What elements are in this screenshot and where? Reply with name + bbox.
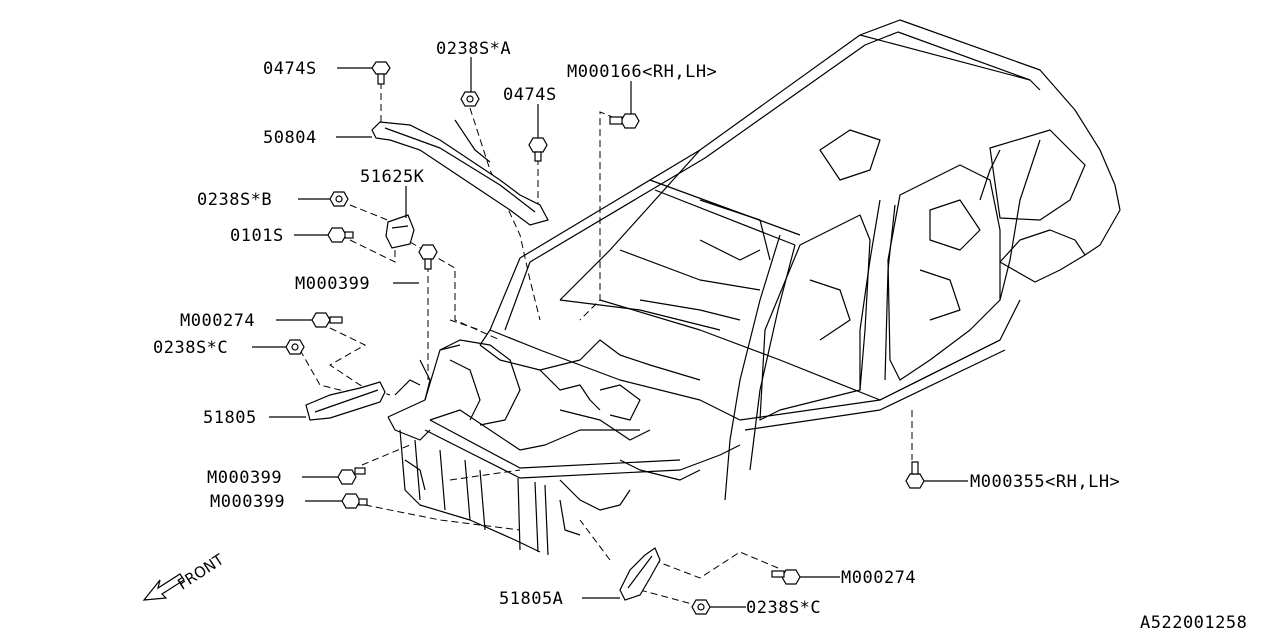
bracket-51805-icon <box>305 381 386 421</box>
callout-label-0238s-a: 0238S*A <box>436 39 511 59</box>
bolt-0474s-right-icon <box>528 137 548 162</box>
callout-label-m000274-right: M000274 <box>841 568 916 588</box>
diagram-reference-id: A522001258 <box>1140 613 1247 633</box>
bolt-0474s-icon <box>371 61 391 85</box>
callout-label-m000399-lower-1: M000399 <box>207 468 282 488</box>
callout-label-0238s-c-left: 0238S*C <box>153 338 228 358</box>
callout-label-0474s-right: 0474S <box>503 85 557 105</box>
vehicle-body-frame <box>387 19 1121 556</box>
nut-0238s-c-right-icon <box>691 599 711 615</box>
bolt-m000274-right-icon <box>771 569 801 585</box>
bracket-51625k-icon <box>385 214 415 249</box>
nut-0238s-c-left-icon <box>285 339 305 355</box>
front-label: FRONT <box>174 550 227 593</box>
front-arrow-icon <box>142 573 185 601</box>
callout-label-50804: 50804 <box>263 128 317 148</box>
nut-0238s-a-icon <box>460 91 480 107</box>
callout-label-51805: 51805 <box>203 408 257 428</box>
bracket-50804-icon <box>371 119 549 226</box>
callout-label-m000274-left: M000274 <box>180 311 255 331</box>
bolt-0101s-icon <box>327 227 354 243</box>
bolt-m000399-lower-1-icon <box>337 467 366 485</box>
callout-label-m000166: M000166<RH,LH> <box>567 62 717 82</box>
bolt-m000399-upper-icon <box>418 244 438 270</box>
callout-label-0474s-top: 0474S <box>263 59 317 79</box>
callout-label-m000399-lower-2: M000399 <box>210 492 285 512</box>
callout-label-0101s: 0101S <box>230 226 284 246</box>
callout-label-0238s-c-right: 0238S*C <box>746 598 821 618</box>
callout-label-m000355: M000355<RH,LH> <box>970 472 1120 492</box>
callout-label-51805a: 51805A <box>499 589 563 609</box>
nut-0238s-b-icon <box>329 191 349 207</box>
callout-leaders <box>252 57 968 608</box>
assembly-dashed-lines <box>299 82 913 605</box>
bolt-m000274-left-icon <box>311 312 343 328</box>
front-direction-indicator: FRONT <box>142 550 228 601</box>
callout-label-51625k: 51625K <box>360 167 425 187</box>
bracket-51805a-icon <box>619 547 661 601</box>
callout-label-0238s-b: 0238S*B <box>197 190 272 210</box>
callout-label-m000399-upper: M000399 <box>295 274 370 294</box>
bolt-m000355-icon <box>905 461 925 489</box>
bolt-m000166-icon <box>609 113 640 129</box>
bolt-m000399-lower-2-icon <box>341 493 368 509</box>
